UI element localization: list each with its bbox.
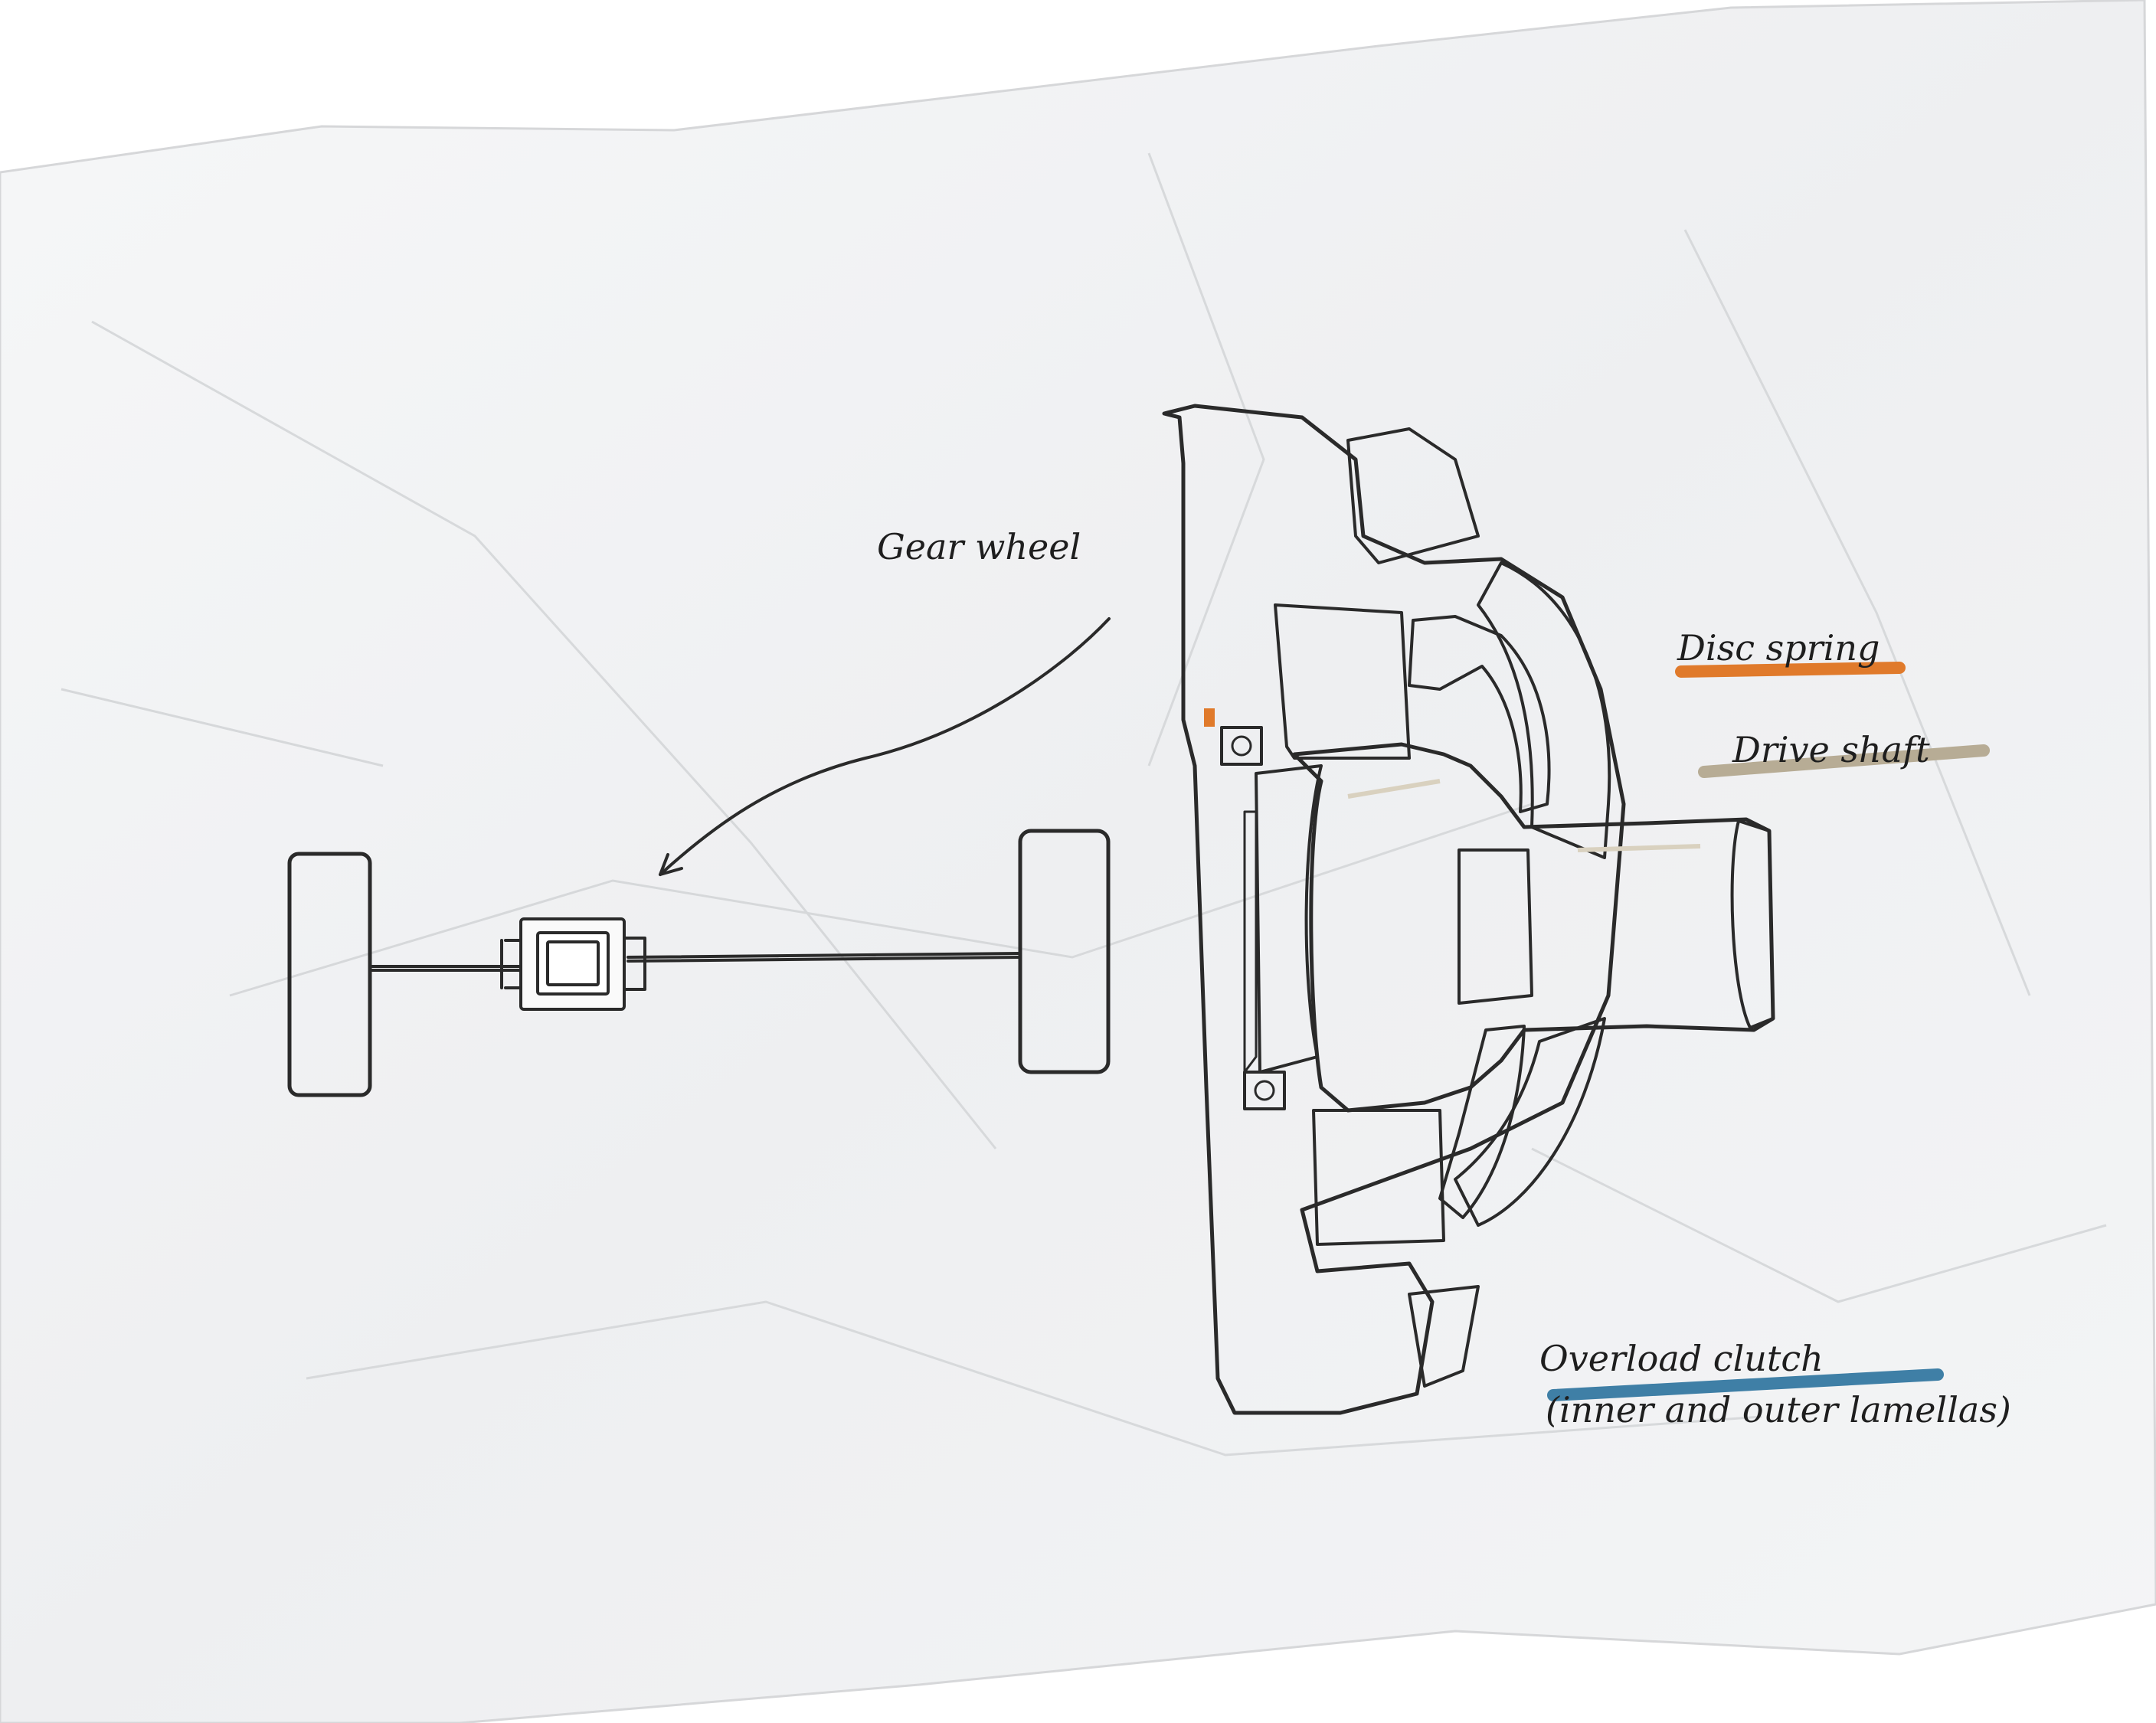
- disc-spring-swatch: [1675, 662, 1906, 678]
- paper-creases: [61, 152, 2107, 1457]
- overload-clutch-bottom: [1312, 1109, 1445, 1246]
- drive-shaft-step: [1458, 848, 1533, 1005]
- bearing-bottom: [1243, 1071, 1286, 1110]
- gear-teeth-top: [1346, 427, 1480, 564]
- gear-wheel-arrow: [659, 617, 1111, 876]
- drive-shaft-end: [1730, 819, 1775, 1029]
- disc-spring-top: [1408, 615, 1551, 813]
- disc-spring-accent-left: [1243, 810, 1258, 1074]
- callout-drive-shaft: Drive shaft: [1698, 729, 1990, 778]
- gear-teeth-bottom: [1408, 1285, 1480, 1388]
- overload-clutch-swatch: [1547, 1368, 1944, 1401]
- disc-spring-accent-tip: [1204, 708, 1215, 727]
- clutch-cross-section: [1162, 404, 1775, 1415]
- overload-clutch-top: [1274, 603, 1411, 760]
- drive-shaft-swatch: [1698, 744, 1990, 778]
- label-gear-wheel: Gear wheel: [877, 526, 1081, 567]
- axle-assembly: [287, 829, 1111, 1097]
- callout-overload-clutch: Overload clutch (inner and outer lamella…: [1539, 1338, 2011, 1430]
- label-disc-spring: Disc spring: [1677, 627, 1880, 669]
- left-wheel: [287, 852, 372, 1097]
- axle-shaft: [368, 952, 1022, 972]
- callout-disc-spring: Disc spring: [1675, 627, 1906, 678]
- gear-wheel-symbol: [500, 917, 646, 1011]
- right-wheel: [1018, 829, 1111, 1074]
- outer-ring-right: [1477, 561, 1611, 859]
- drive-shaft: [1292, 742, 1775, 1113]
- bearing-top: [1220, 726, 1263, 766]
- disc-spring-bottom: [1438, 1025, 1526, 1219]
- bearing-top-ball: [1231, 735, 1252, 757]
- drive-shaft-highlight: [1347, 779, 1701, 852]
- gear-ring-housing: [1162, 404, 1626, 1415]
- label-overload-clutch: Overload clutch: [1539, 1338, 1824, 1379]
- label-overload-clutch-detail: (inner and outer lamellas): [1546, 1389, 2011, 1430]
- bearing-bottom-ball: [1254, 1080, 1275, 1101]
- label-drive-shaft: Drive shaft: [1732, 729, 1930, 770]
